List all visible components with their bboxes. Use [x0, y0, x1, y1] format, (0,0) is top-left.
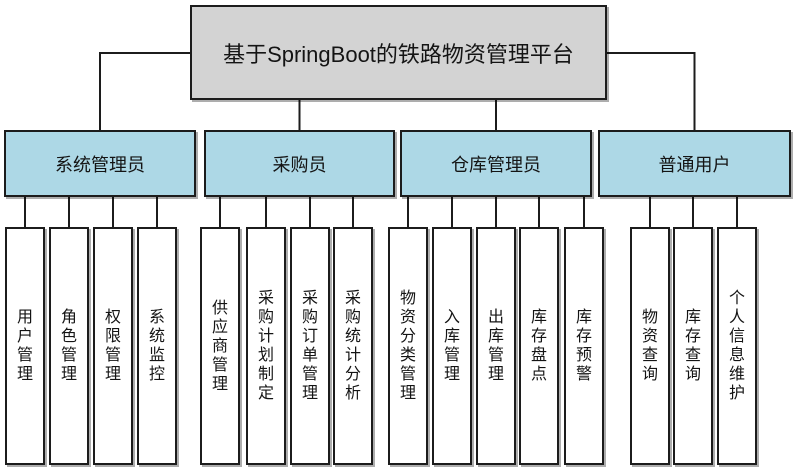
- leaf-node: 权限管理: [93, 227, 133, 465]
- leaf-node: 供应商管理: [200, 227, 240, 465]
- leaf-node: 采购计划制定: [246, 227, 286, 465]
- leaf-node: 个人信息维护: [717, 227, 757, 465]
- leaf-node: 库存查询: [673, 227, 713, 465]
- leaf-node-label: 物资查询: [641, 309, 658, 383]
- leaf-node: 物资分类管理: [388, 227, 428, 465]
- leaf-node-label: 用户管理: [16, 309, 33, 383]
- leaf-node: 系统监控: [137, 227, 177, 465]
- leaf-node-label: 出库管理: [487, 309, 504, 383]
- root-node-label: 基于SpringBoot的铁路物资管理平台: [223, 41, 574, 67]
- leaf-node-label: 供应商管理: [211, 299, 228, 393]
- leaf-node-label: 库存预警: [575, 309, 592, 383]
- leaf-node: 出库管理: [476, 227, 516, 465]
- leaf-node: 采购统计分析: [333, 227, 373, 465]
- leaf-node-label: 采购订单管理: [301, 290, 318, 402]
- group-node: 普通用户: [598, 130, 791, 197]
- group-node-label: 系统管理员: [55, 154, 145, 175]
- leaf-node-label: 个人信息维护: [728, 290, 745, 402]
- leaf-node: 采购订单管理: [290, 227, 330, 465]
- leaf-node-label: 物资分类管理: [399, 290, 416, 402]
- group-node: 采购员: [204, 130, 395, 197]
- group-node-label: 采购员: [272, 154, 327, 175]
- group-node: 仓库管理员: [400, 130, 592, 197]
- connector-line: [607, 52, 696, 130]
- leaf-node-label: 库存盘点: [530, 309, 547, 383]
- root-node: 基于SpringBoot的铁路物资管理平台: [190, 5, 607, 100]
- leaf-node: 入库管理: [432, 227, 472, 465]
- connector-line: [99, 52, 190, 130]
- leaf-node-label: 系统监控: [148, 309, 165, 383]
- leaf-node-label: 角色管理: [60, 309, 77, 383]
- leaf-node: 角色管理: [49, 227, 89, 465]
- leaf-node-label: 采购统计分析: [344, 290, 361, 402]
- leaf-node-label: 权限管理: [104, 309, 121, 383]
- leaf-node-label: 库存查询: [684, 309, 701, 383]
- group-node: 系统管理员: [4, 130, 196, 197]
- leaf-node-label: 采购计划制定: [257, 290, 274, 402]
- group-node-label: 普通用户: [658, 154, 731, 175]
- group-node-label: 仓库管理员: [451, 154, 541, 175]
- leaf-node: 库存盘点: [519, 227, 559, 465]
- leaf-node: 库存预警: [564, 227, 604, 465]
- leaf-node: 物资查询: [630, 227, 670, 465]
- leaf-node: 用户管理: [5, 227, 45, 465]
- leaf-node-label: 入库管理: [443, 309, 460, 383]
